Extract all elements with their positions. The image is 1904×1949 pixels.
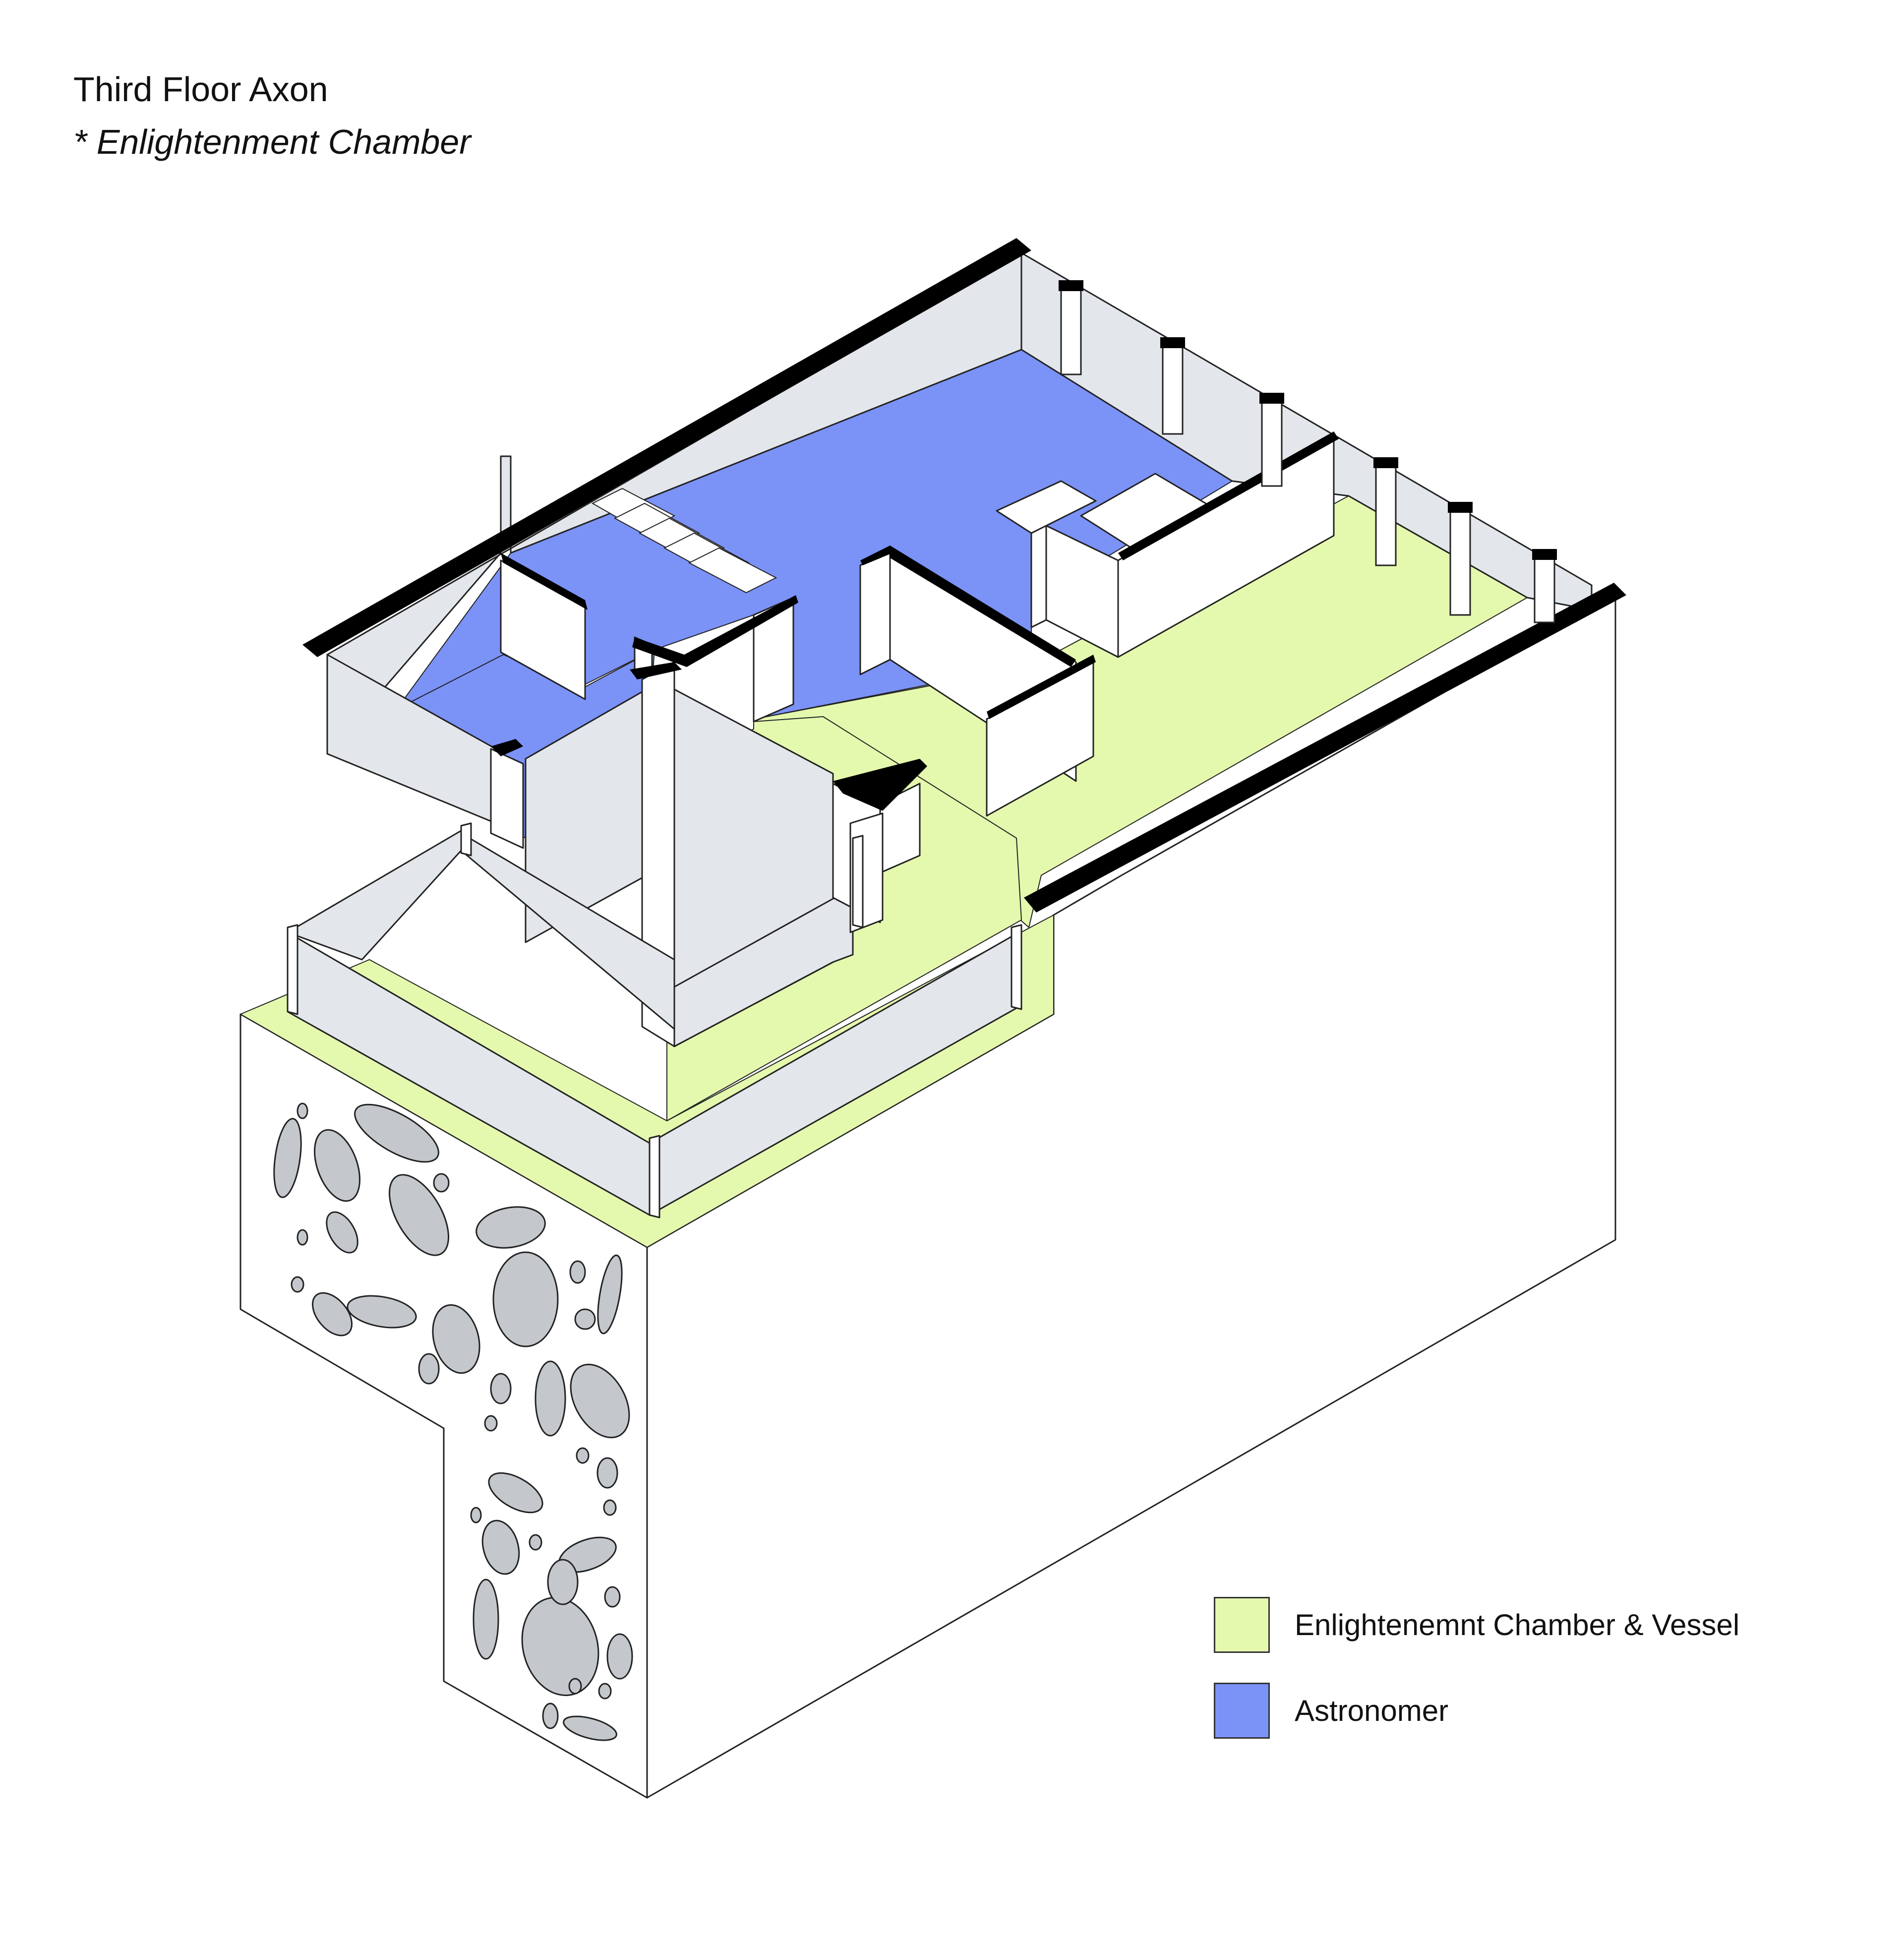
legend-swatch-chamber [1214,1597,1270,1653]
east-wall-columns [1060,284,1555,623]
inner-cut-4 [890,546,1076,667]
column-2 [1162,341,1184,435]
parapet-left [287,830,462,961]
column-6 [1534,552,1555,623]
parapet-post-2 [460,822,472,856]
legend-label-chamber: Enlightenemnt Chamber & Vessel [1295,1608,1740,1642]
north-cut-wall [302,238,1031,657]
cut-walls [302,238,1626,913]
partition-g [1030,525,1047,628]
east-cut-wall [1024,583,1626,913]
legend-label-astronomer: Astronomer [1295,1694,1449,1727]
facade-openings [273,1102,633,1741]
column-5 [1449,505,1471,616]
parapet-post-1 [287,924,298,1015]
inner-cut-6 [1118,431,1339,560]
column-4 [1375,460,1397,566]
inner-cut-1 [501,553,588,610]
legend-item-astronomer: Astronomer [1214,1683,1448,1739]
parapet-post-4 [1011,924,1022,1010]
partition-d [859,549,891,675]
column-3 [1261,396,1283,487]
inner-cut-7 [860,546,892,565]
legend-item-chamber: Enlightenemnt Chamber & Vessel [1214,1597,1739,1653]
parapet-post-3 [649,1135,660,1218]
stair-well-frame [996,480,1097,534]
legend-swatch-astronomer [1214,1683,1270,1739]
column-caps [1059,280,1557,560]
west-column [490,748,524,849]
stairs [591,487,777,594]
inner-cut-8 [833,759,927,811]
diagram-title: Third Floor Axon [73,70,328,109]
inner-cut-5 [987,655,1096,719]
partition-c [753,597,794,723]
parapet-post-5 [852,835,864,928]
column-1 [1060,284,1082,375]
inner-cut-3 [630,662,682,679]
diagram-subtitle: * Enlightenment Chamber [73,122,471,161]
inner-cut-9 [491,739,523,756]
